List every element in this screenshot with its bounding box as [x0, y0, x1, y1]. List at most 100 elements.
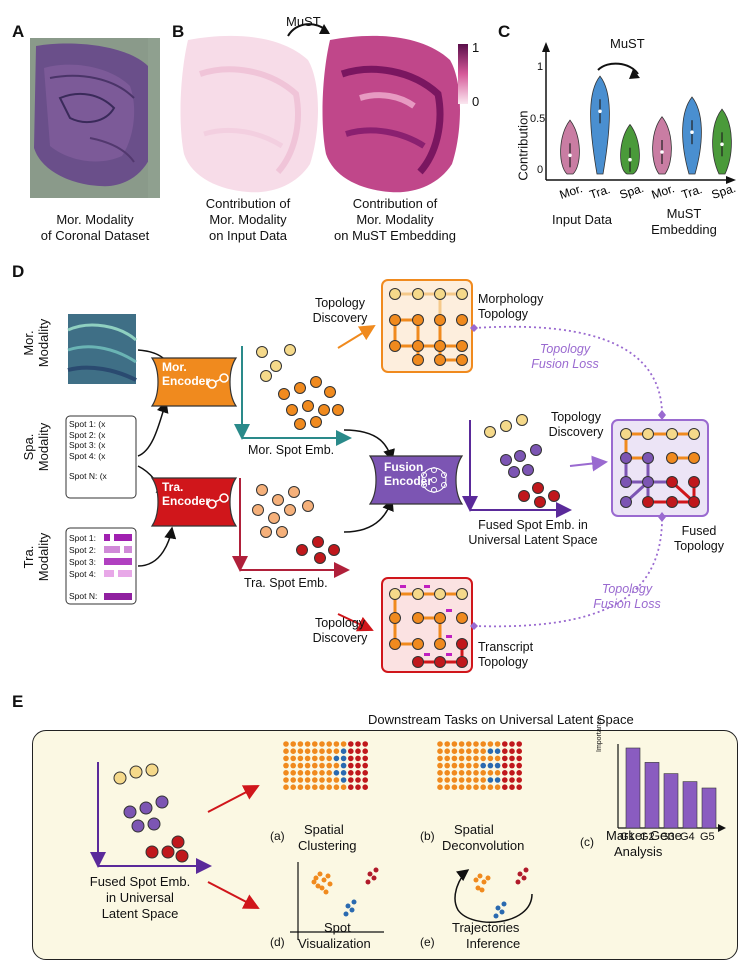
gene-tick-2: G2 [640, 831, 655, 843]
grid-spot [362, 770, 369, 776]
grid-spot [340, 748, 347, 754]
transcript-topology-line1: Transcript [478, 640, 534, 654]
grid-spot [437, 777, 443, 783]
grid-spot [340, 762, 347, 769]
topology-discovery-bot-1: Topology [314, 616, 366, 630]
task-c-line1: Marker Gene [606, 828, 682, 843]
grid-spot [466, 748, 472, 754]
grid-spot [326, 770, 333, 776]
colorbar [458, 44, 468, 104]
grid-spot [437, 770, 443, 776]
tra-spot-4: Spot 4: [69, 569, 96, 579]
grid-spot [437, 762, 443, 769]
grid-spot [494, 748, 501, 754]
grid-spot [458, 777, 465, 783]
grid-spot [487, 777, 494, 783]
grid-spot [502, 770, 508, 776]
grid-spot [326, 748, 333, 754]
grid-spot [362, 748, 369, 754]
grid-spot [473, 755, 479, 762]
panel-b-left-caption: Contribution of Mor. Modality on Input D… [178, 196, 318, 244]
grid-spot [480, 741, 487, 747]
grid-spot [509, 748, 515, 754]
grid-spot [516, 777, 522, 783]
grid-spot [340, 777, 347, 783]
violin-category-label: Mor. [650, 181, 677, 202]
grid-spot [466, 755, 472, 762]
grid-spot [333, 762, 340, 769]
violin-category-label: Mor. [558, 181, 585, 202]
input-contribution-map [180, 35, 318, 193]
panel-c-group-embedding: Embedding [651, 222, 717, 237]
fused-spot-emb-label: Fused Spot Emb. in Universal Latent Spac… [448, 518, 618, 548]
grid-spot [480, 784, 487, 790]
grid-spot [494, 762, 501, 769]
mor-encoder-line1: Mor. [162, 360, 187, 374]
grid-spot [502, 755, 508, 762]
grid-spot [355, 748, 361, 754]
grid-spot [319, 741, 325, 747]
morphology-topology-line1: Morphology [478, 292, 544, 306]
panel-letter-e: E [12, 692, 24, 711]
grid-spot [290, 762, 297, 769]
grid-spot [458, 748, 465, 754]
panel-e-fused-line2: in Universal [106, 890, 174, 905]
task-b-line2: Deconvolution [442, 838, 525, 853]
tra-encoder-shape [150, 477, 238, 527]
grid-spot [494, 741, 501, 747]
task-c-line2: Analysis [614, 844, 663, 859]
grid-spot [444, 777, 451, 783]
violin-median [720, 142, 724, 147]
grid-spot [487, 784, 494, 790]
fusion-loss-bot-1: Topology [601, 582, 653, 596]
grid-spot [480, 762, 487, 769]
grid-spot [480, 748, 487, 754]
grid-spot [355, 777, 361, 783]
grid-spot [509, 755, 515, 762]
panel-e-title: Downstream Tasks on Universal Latent Spa… [368, 712, 634, 727]
grid-spot [312, 762, 318, 769]
spa-modality-line2: Modality [36, 422, 51, 472]
grid-spot [304, 748, 311, 754]
grid-spot [516, 770, 522, 776]
violin-tra-input [590, 75, 610, 175]
grid-spot [283, 784, 289, 790]
grid-spot [355, 741, 361, 747]
grid-spot [444, 784, 451, 790]
task-c-tag: (c) [580, 835, 594, 849]
grid-spot [297, 770, 304, 776]
grid-spot [312, 755, 318, 762]
task-a-line2: Clustering [298, 838, 357, 853]
grid-spot [494, 784, 501, 790]
grid-spot [466, 762, 472, 769]
grid-spot [473, 770, 479, 776]
grid-spot [437, 741, 443, 747]
grid-spot [444, 748, 451, 754]
grid-spot [362, 784, 369, 790]
grid-spot [458, 770, 465, 776]
grid-spot [340, 741, 347, 747]
fusion-encoder-label: Fusion Encoder [384, 460, 432, 488]
gene-tick-1: G1 [620, 831, 635, 843]
panel-b-must-label: MuST [286, 14, 321, 29]
grid-spot [458, 755, 465, 762]
panel-e-graphics [90, 741, 726, 940]
violin-category-label: Tra. [588, 182, 612, 202]
fusion-loss-bot-label: Topology Fusion Loss [572, 582, 682, 612]
tra-spot-emb-label: Tra. Spot Emb. [244, 576, 328, 590]
grid-spot [348, 770, 354, 776]
grid-spot [333, 784, 340, 790]
panel-c-group-input: Input Data [552, 212, 612, 227]
grid-spot [283, 755, 289, 762]
tra-spot-list: Spot 1: Spot 2: Spot 3: Spot 4: Spot N: [69, 532, 97, 602]
panel-e-fused-caption: Fused Spot Emb. in Universal Latent Spac… [70, 874, 210, 922]
task-d-tag: (d) [270, 935, 285, 949]
task-b-line1: Spatial [454, 822, 494, 837]
task-a-line1: Spatial [304, 822, 344, 837]
spa-spot-1: Spot 1: (x [69, 419, 106, 429]
grid-spot [304, 762, 311, 769]
grid-spot [283, 748, 289, 754]
grid-spot [516, 762, 522, 769]
spa-spot-4: Spot 4: (x [69, 450, 106, 461]
task-e-line1: Trajectories [452, 920, 520, 935]
